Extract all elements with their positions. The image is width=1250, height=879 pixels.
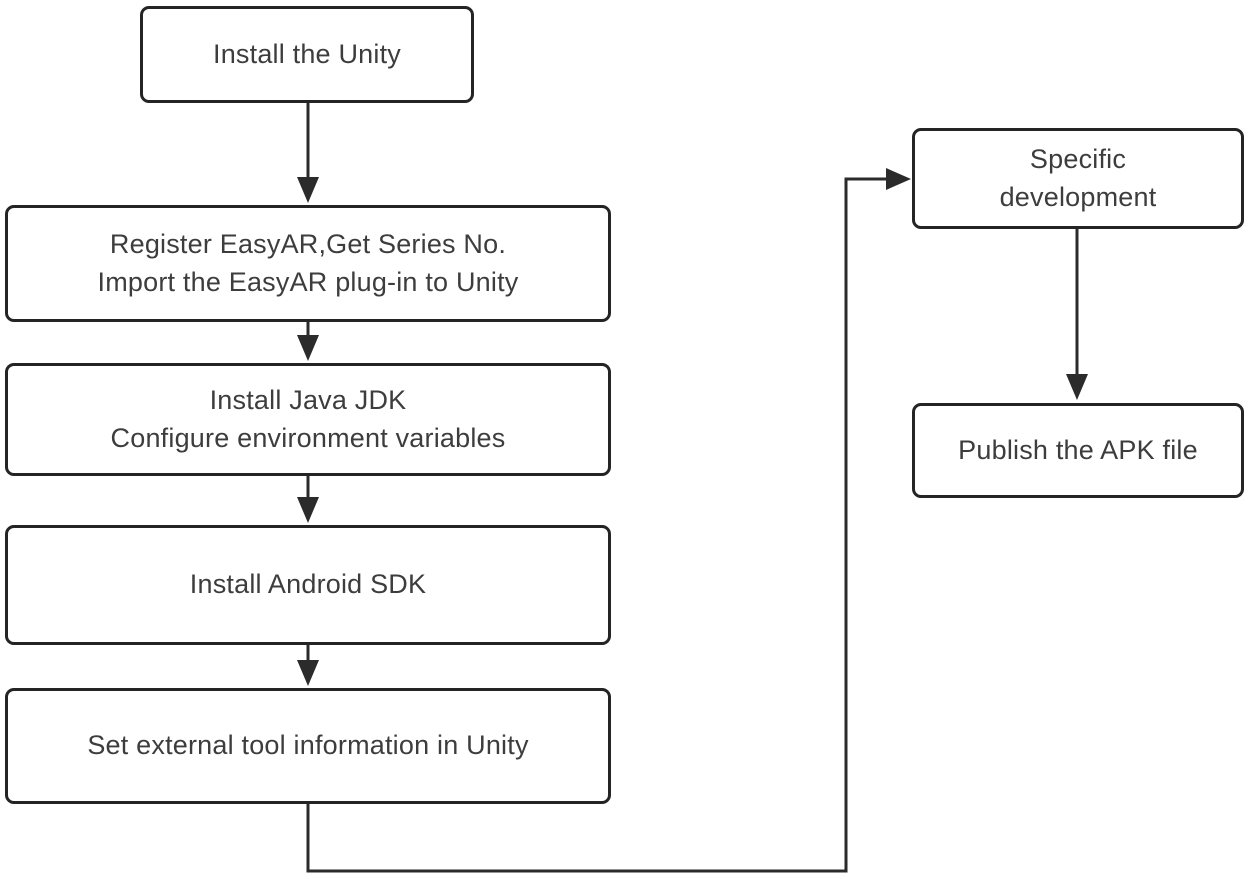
arrowhead-down-icon [297, 660, 319, 686]
node-install-unity: Install the Unity [140, 6, 474, 103]
arrow-install-jdk-to-install-sdk [297, 476, 319, 523]
node-install-unity-label: Install the Unity [213, 38, 401, 69]
node-install-java-jdk-label: Install Java JDK Configure environment v… [110, 384, 506, 453]
node-set-external-tools-label: Set external tool information in Unity [87, 730, 529, 761]
node-register-easyar-label: Register EasyAR,Get Series No. Import th… [97, 228, 519, 297]
node-publish-apk-file: Publish the APK file [912, 403, 1244, 498]
arrow-install-unity-to-register-easyar [297, 103, 319, 203]
node-specific-development: Specific development [912, 128, 1244, 229]
node-publish-apk-file-label: Publish the APK file [958, 434, 1198, 465]
arrowhead-down-icon [297, 177, 319, 203]
arrow-install-sdk-to-external-tools [297, 645, 319, 686]
arrowhead-right-icon [886, 168, 911, 190]
node-install-java-jdk: Install Java JDK Configure environment v… [5, 363, 611, 476]
node-register-easyar: Register EasyAR,Get Series No. Import th… [5, 205, 611, 322]
arrowhead-down-icon [297, 497, 319, 523]
arrow-specific-development-to-publish-apk [1066, 229, 1088, 400]
arrow-register-easyar-to-install-jdk [297, 322, 319, 361]
node-install-android-sdk-label: Install Android SDK [189, 569, 427, 600]
arrowhead-down-icon [1066, 374, 1088, 400]
node-specific-development-label: Specific development [999, 143, 1157, 212]
node-install-android-sdk: Install Android SDK [5, 525, 611, 645]
arrowhead-down-icon [297, 335, 319, 361]
node-set-external-tools: Set external tool information in Unity [5, 688, 611, 804]
